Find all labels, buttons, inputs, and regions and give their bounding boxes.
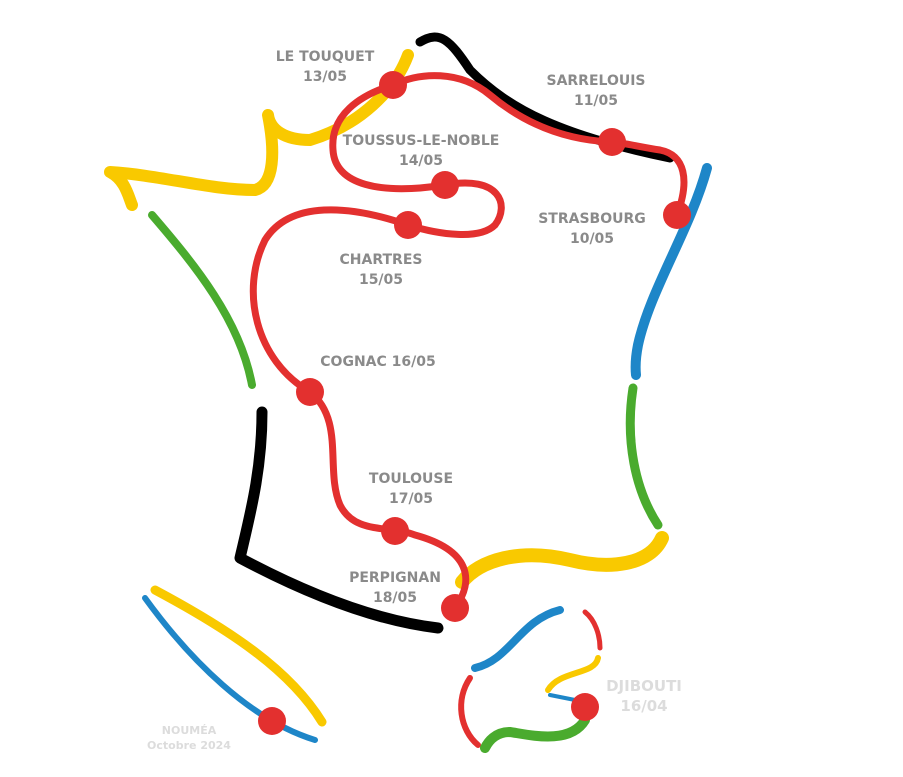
outline-southwest-black — [234, 406, 444, 634]
marker-strasbourg[interactable] — [663, 201, 691, 229]
label-toulouse: TOULOUSE 17/05 — [369, 469, 453, 509]
stop-name: CHARTRES — [339, 252, 423, 268]
noumea-blue-stroke — [142, 595, 318, 743]
stop-date: 15/05 — [358, 272, 404, 288]
label-noumea: NOUMÉA Octobre 2024 — [147, 723, 231, 753]
tour-route — [249, 72, 688, 612]
stop-date: 17/05 — [388, 491, 434, 507]
outline-southeast-green — [625, 383, 663, 530]
marker-toulouse[interactable] — [381, 517, 409, 545]
stop-date: 14/05 — [398, 153, 444, 169]
marker-chartres[interactable] — [394, 211, 422, 239]
marker-sarrelouis[interactable] — [598, 128, 626, 156]
djibouti-blue-stroke — [471, 606, 564, 672]
stop-name: STRASBOURG — [538, 211, 646, 227]
outline-south-yellow — [455, 531, 669, 589]
marker-toussus-le-noble[interactable] — [431, 171, 459, 199]
stop-date: 11/05 — [573, 93, 619, 109]
stop-name: NOUMÉA — [161, 724, 217, 737]
stop-name: COGNAC 16/05 — [320, 354, 436, 370]
label-toussus-le-noble: TOUSSUS-LE-NOBLE 14/05 — [343, 131, 500, 171]
noumea-yellow-stroke — [150, 585, 327, 727]
stop-date: Octobre 2024 — [147, 739, 231, 752]
djibouti-red-stroke-left — [458, 675, 481, 748]
stop-date: 16/04 — [620, 697, 668, 715]
djibouti-yellow-stroke — [545, 655, 601, 693]
stop-date: 18/05 — [372, 590, 418, 606]
stop-date: 10/05 — [569, 231, 615, 247]
outline-east-blue — [630, 163, 712, 380]
label-perpignan: PERPIGNAN 18/05 — [349, 568, 441, 608]
label-sarrelouis: SARRELOUIS 11/05 — [546, 71, 645, 111]
label-strasbourg: STRASBOURG 10/05 — [538, 209, 646, 249]
marker-le-touquet[interactable] — [379, 71, 407, 99]
label-cognac: COGNAC 16/05 — [320, 352, 435, 372]
outline-northwest-yellow — [104, 49, 414, 211]
label-chartres: CHARTRES 15/05 — [340, 250, 423, 290]
label-djibouti: DJIBOUTI 16/04 — [606, 676, 682, 716]
djibouti-red-stroke-top — [582, 609, 603, 651]
stop-name: LE TOUQUET — [275, 49, 375, 65]
marker-djibouti[interactable] — [571, 693, 599, 721]
label-le-touquet: LE TOUQUET 13/05 — [276, 47, 375, 87]
marker-noumea[interactable] — [258, 707, 286, 735]
stop-date: 13/05 — [302, 69, 348, 85]
stop-name: TOULOUSE — [368, 471, 454, 487]
outline-west-green — [148, 211, 256, 389]
stop-name: SARRELOUIS — [546, 73, 646, 89]
stop-name: PERPIGNAN — [349, 570, 441, 586]
djibouti-green-stroke — [480, 715, 590, 753]
stop-name: DJIBOUTI — [606, 677, 682, 695]
marker-perpignan[interactable] — [441, 594, 469, 622]
stop-name: TOUSSUS-LE-NOBLE — [342, 133, 500, 149]
marker-cognac[interactable] — [296, 378, 324, 406]
